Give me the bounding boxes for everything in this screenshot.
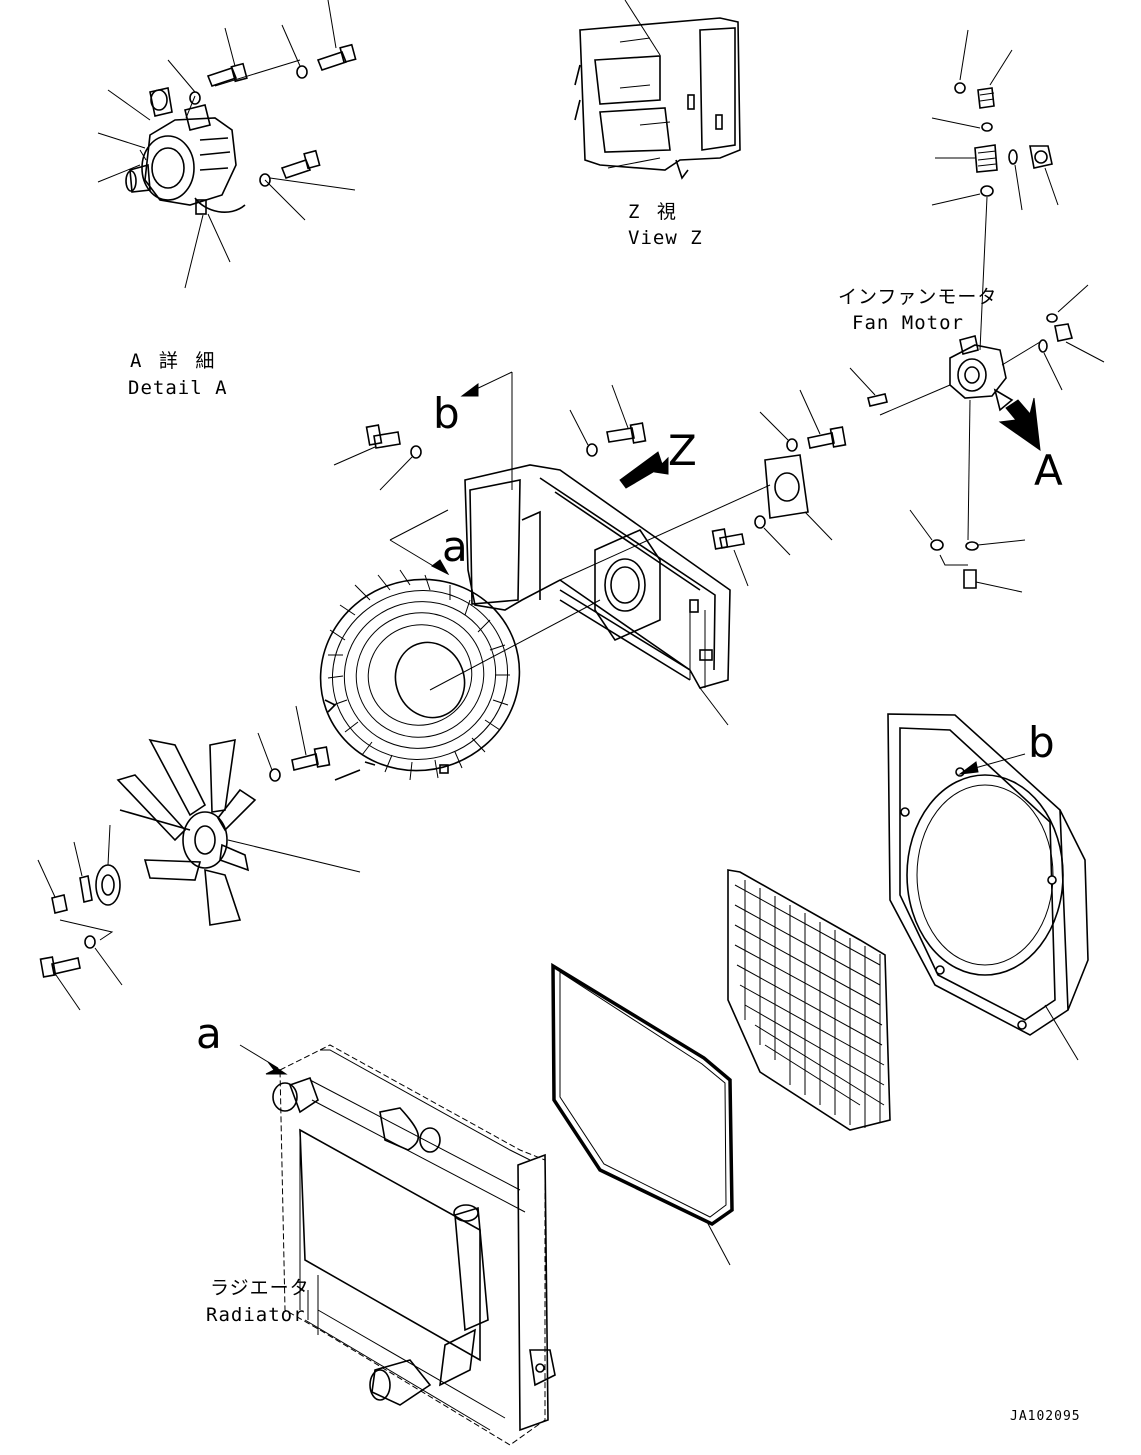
view-z-label-en: View Z [628,227,703,249]
radiator-seal-drawing [551,962,734,1266]
bracket-fasteners [333,384,847,587]
radiator-screen-drawing [727,869,891,1131]
callout-a-bracket: a [442,522,468,571]
callout-z: Z [668,426,697,475]
fan-guard-drawing [319,569,601,781]
detail-a-pump-drawing [97,59,356,289]
radiator-drawing [239,1044,556,1446]
fan-hub-fasteners [37,705,331,1011]
detail-a-bolts [189,0,357,187]
view-z-label-jp: Z 視 [628,201,679,223]
callout-view-a: A [1034,446,1063,495]
view-z-arrow [619,451,669,489]
fan-motor-hoses-drawing [849,29,1105,593]
view-z-bracket-drawing [574,0,741,180]
fan-motor-label-jp: インファンモータ [838,286,998,308]
radiator-label-jp: ラジエータ [210,1277,310,1299]
drawing-number: JA102095 [1010,1409,1081,1424]
fan-bracket-drawing [464,464,731,726]
detail-a-label-jp: A 詳 細 [130,350,218,372]
callout-b-shroud: b [1028,718,1055,767]
callout-arrows-bracket [389,371,513,576]
fan-motor-label-en: Fan Motor [852,312,964,334]
detail-a-label-en: Detail A [128,377,228,399]
view-a-arrow [998,397,1041,452]
fan-blade-drawing [116,738,361,926]
callout-b-bracket: b [433,389,460,438]
callout-a-radiator: a [196,1009,222,1058]
fan-shroud-drawing [887,713,1089,1061]
radiator-label-en: Radiator [206,1304,306,1326]
